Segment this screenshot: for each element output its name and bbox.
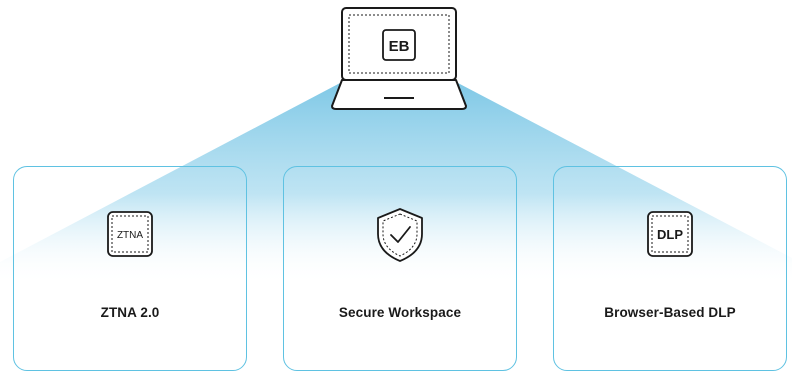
ztna-chip-icon: ZTNA [107, 211, 153, 257]
card-label: ZTNA 2.0 [100, 305, 160, 320]
card-secure-workspace: Secure Workspace [283, 166, 517, 371]
dlp-chip-icon: DLP [647, 211, 693, 257]
shield-check-icon [377, 208, 423, 262]
ztna-icon-text: ZTNA [117, 230, 143, 241]
card-label: Browser-Based DLP [604, 305, 736, 320]
card-label: Secure Workspace [338, 305, 462, 320]
eb-badge: EB [389, 38, 410, 55]
laptop-icon: EB [331, 7, 467, 110]
card-dlp: DLP Browser-Based DLP [553, 166, 787, 371]
dlp-icon-text: DLP [657, 227, 683, 242]
card-ztna: ZTNA ZTNA 2.0 [13, 166, 247, 371]
